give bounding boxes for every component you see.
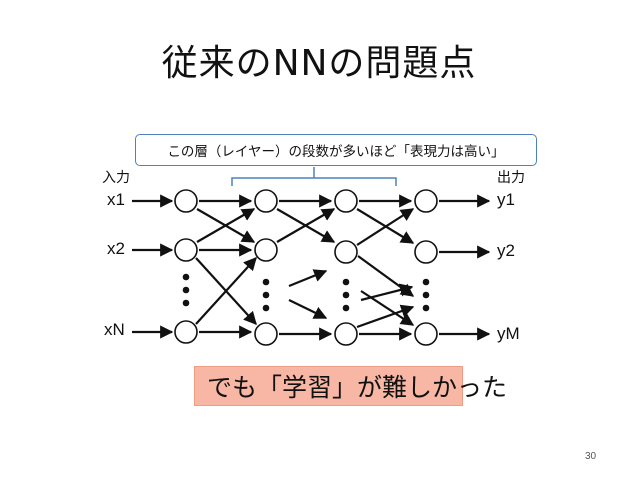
difficulty-banner: でも「学習」が難しかった	[194, 366, 507, 406]
ellipsis-dots	[182, 273, 430, 312]
input-header: 入力	[102, 169, 130, 185]
output-label-ym: yM	[497, 324, 520, 343]
input-label-x1: x1	[107, 190, 125, 209]
nodes	[174, 189, 438, 346]
node-l1-2	[174, 238, 198, 262]
output-label-y1: y1	[497, 190, 515, 209]
output-arrows	[439, 194, 491, 341]
output-label-y2: y2	[497, 241, 515, 260]
node-l3-1	[334, 189, 358, 213]
node-l1-n	[174, 320, 198, 344]
page-number: 30	[585, 451, 597, 462]
node-l1-1	[174, 189, 198, 213]
output-header: 出力	[497, 169, 525, 185]
connections-2-3	[276, 194, 336, 341]
node-l4-2	[414, 240, 438, 264]
connections-1-2	[195, 194, 257, 339]
slide-title: 従来のNNの問題点	[161, 43, 477, 84]
callout-bracket	[231, 167, 397, 186]
input-arrows	[132, 194, 174, 339]
node-l4-1	[414, 189, 438, 213]
input-label-xn: xN	[104, 320, 125, 339]
layer-callout: この層（レイヤー）の段数が多いほど「表現力は高い」	[135, 134, 537, 166]
node-l3-2	[334, 240, 358, 264]
node-l2-2	[254, 238, 278, 262]
input-label-x2: x2	[107, 239, 125, 258]
node-l4-n	[414, 322, 438, 346]
node-l2-n	[254, 322, 278, 346]
node-l2-1	[254, 189, 278, 213]
node-l3-n	[334, 322, 358, 346]
connections-3-4	[356, 194, 415, 341]
